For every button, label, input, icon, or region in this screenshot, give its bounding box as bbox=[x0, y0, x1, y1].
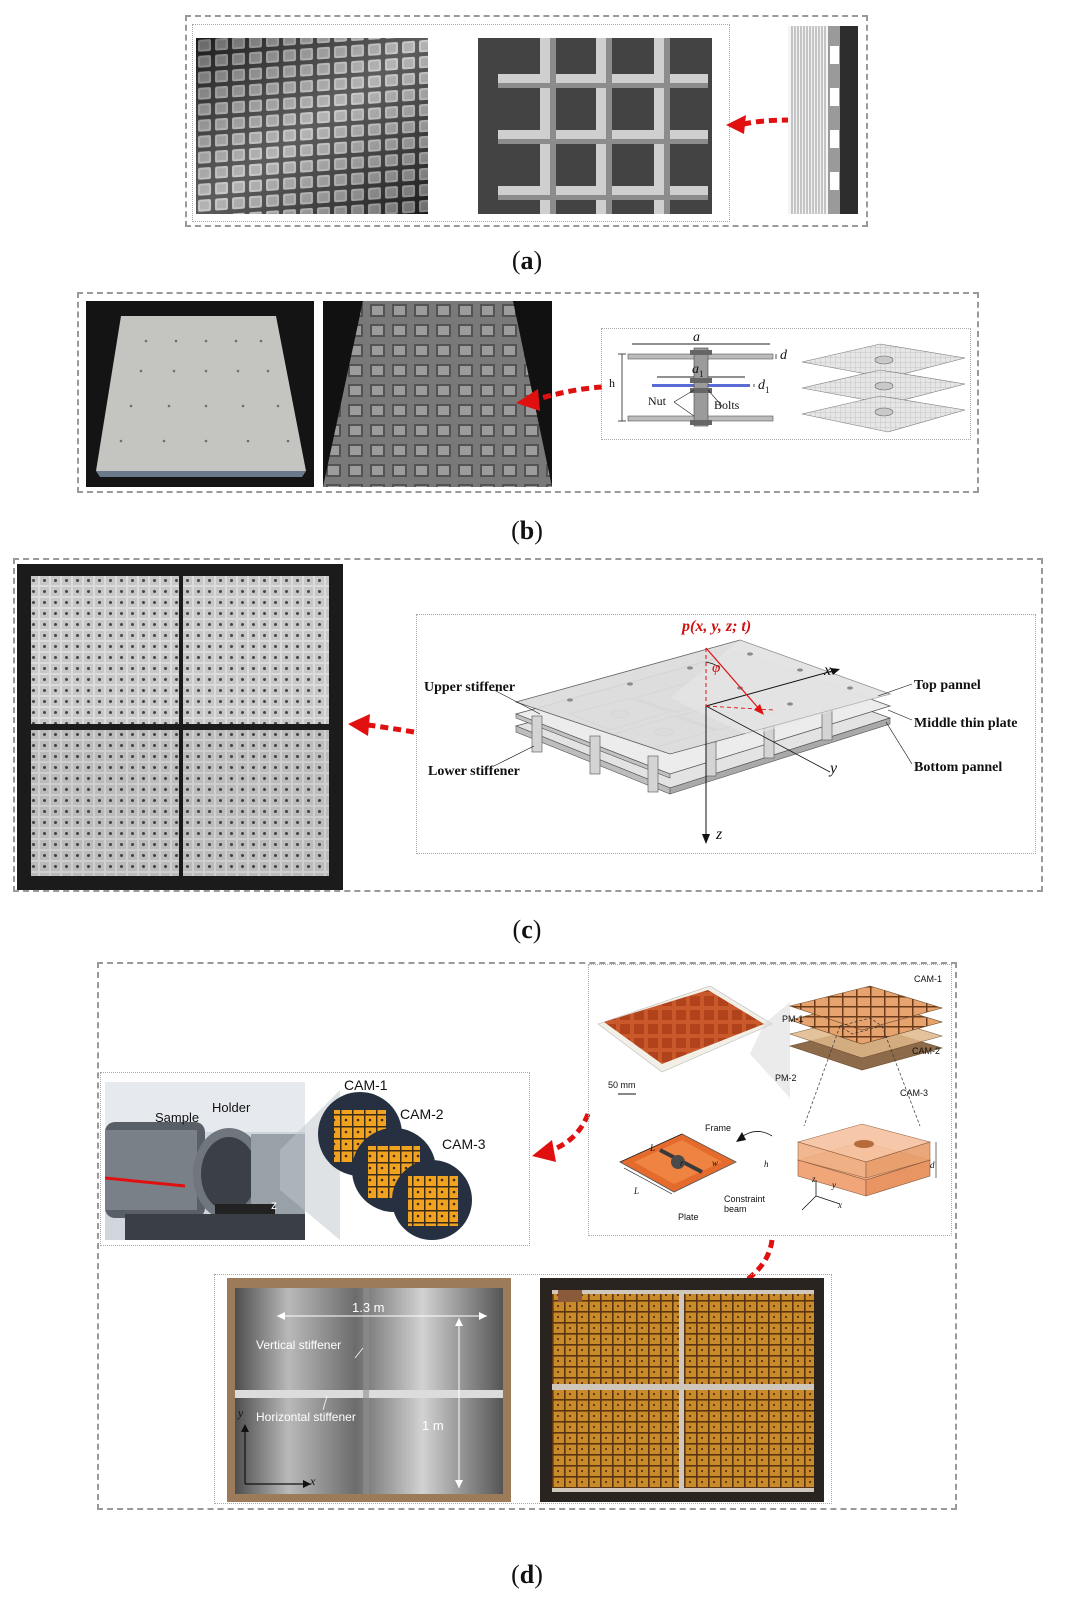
panel-d-height-label: 1 m bbox=[422, 1418, 444, 1433]
panel-d-test-frame bbox=[100, 1072, 530, 1246]
panel-d-frame bbox=[97, 962, 957, 1510]
panel-c-middle-plate-label: Middle thin plate bbox=[914, 716, 1018, 731]
panel-b-unit-cell-diagram bbox=[618, 343, 777, 427]
panel-d-label: (d) bbox=[511, 1560, 543, 1589]
panel-c-arrow bbox=[348, 714, 415, 736]
panel-d-test-photo bbox=[105, 1082, 305, 1240]
panel-b-photo-plate bbox=[86, 301, 314, 487]
panel-b-layered-plates-diagram bbox=[801, 343, 966, 433]
panel-a-photo-grid bbox=[196, 38, 428, 214]
panel-c-frame bbox=[13, 558, 1043, 892]
panel-d-h-label: h bbox=[764, 1159, 769, 1169]
panel-b-nut-label: Nut bbox=[648, 394, 666, 408]
panel-d-cam1-disk-label: CAM-1 bbox=[344, 1077, 388, 1093]
panel-c-lower-stiffener-label: Lower stiffener bbox=[428, 764, 520, 779]
panel-a-frame bbox=[185, 15, 868, 227]
panel-d-scale-label: 50 mm bbox=[608, 1080, 636, 1090]
panel-a-cross-section bbox=[788, 26, 858, 214]
panel-d-L2-label: L bbox=[634, 1186, 640, 1196]
panel-d-design-x-label: x bbox=[838, 1200, 842, 1210]
panel-c-phi-label: φ bbox=[712, 660, 721, 676]
panel-b-a1-label: a1 bbox=[692, 362, 704, 379]
panel-b-bolts-label: Bolts bbox=[714, 398, 740, 412]
panel-b-arrow bbox=[516, 384, 603, 411]
panel-d-constraint-beam-label: Constraint beam bbox=[724, 1194, 766, 1214]
panel-d-vertical-stiffener-label: Vertical stiffener bbox=[256, 1338, 342, 1352]
panel-d-design-frame bbox=[588, 964, 952, 1236]
panel-d-r-label: r bbox=[680, 1158, 684, 1168]
panel-d-w-label: w bbox=[712, 1158, 719, 1168]
panel-d-arrow-to-test bbox=[532, 1113, 591, 1162]
panel-d-horizontal-stiffener-label: Horizontal stiffener bbox=[256, 1410, 356, 1424]
panel-c-sandwich-diagram bbox=[493, 639, 913, 844]
panel-d-cam-disks bbox=[318, 1092, 472, 1240]
panel-b-label: (b) bbox=[511, 516, 543, 545]
panel-d-design-y-label: y bbox=[832, 1180, 836, 1190]
panel-d-cam1-label: CAM-1 bbox=[914, 974, 943, 984]
panel-d-x-axis-label: x bbox=[310, 1474, 316, 1488]
panel-d-z-label: z bbox=[271, 1198, 277, 1212]
panel-b-schematic-frame bbox=[601, 328, 971, 440]
panel-c-label: (c) bbox=[512, 915, 542, 944]
panel-a-inner-frame bbox=[192, 24, 730, 222]
panel-a-label: (a) bbox=[511, 246, 543, 275]
panel-d-y-axis-label: y bbox=[238, 1406, 244, 1420]
panel-d-design-diagram bbox=[597, 985, 944, 1211]
panel-d-pm2-label: PM-2 bbox=[775, 1073, 797, 1083]
panel-c-bottom-pannel-label: Bottom pannel bbox=[914, 760, 1003, 775]
panel-b-photo-masses bbox=[323, 301, 552, 487]
panel-d-amber-panel-photo bbox=[540, 1278, 824, 1502]
panel-d-design-z-label: z bbox=[812, 1174, 816, 1184]
panel-b-d1-label: d1 bbox=[758, 378, 770, 395]
panel-d-sample-label: Sample bbox=[155, 1110, 200, 1125]
panel-b-frame bbox=[77, 292, 979, 493]
panel-d-width-label: 1.3 m bbox=[352, 1300, 385, 1315]
panel-b-h-label: h bbox=[609, 376, 615, 390]
panel-c-pressure-label: p(x, y, z; t) bbox=[682, 618, 752, 635]
panel-a-photo-lattice bbox=[478, 38, 712, 214]
panel-d-plate-label: Plate bbox=[678, 1212, 699, 1222]
panel-d-pm1-label: PM-1 bbox=[782, 1014, 804, 1024]
panel-b-a-label: a bbox=[693, 330, 700, 345]
panel-d-cam2-disk-label: CAM-2 bbox=[400, 1106, 444, 1122]
panel-d-cam3-disk-label: CAM-3 bbox=[442, 1136, 486, 1152]
panel-d-stainless-panel-photo bbox=[227, 1278, 511, 1502]
panel-d-dL-label: d bbox=[930, 1160, 935, 1170]
panel-b-d-label: d bbox=[780, 348, 787, 363]
panel-d-cam2-label: CAM-2 bbox=[912, 1046, 941, 1056]
panel-c-upper-stiffener-label: Upper stiffener bbox=[424, 680, 516, 695]
panel-d-frame-label: Frame bbox=[705, 1123, 732, 1133]
panel-c-z-axis-label: z bbox=[716, 826, 723, 843]
panel-c-schematic-frame bbox=[416, 614, 1036, 854]
panel-c-top-pannel-label: Top pannel bbox=[914, 678, 981, 693]
panel-c-y-axis-label: y bbox=[830, 760, 838, 777]
panel-d-large-frame bbox=[214, 1274, 832, 1504]
panel-d-cam3-label: CAM-3 bbox=[900, 1088, 929, 1098]
panel-a-arrow bbox=[726, 115, 791, 134]
panel-d-L1-label: L bbox=[650, 1143, 656, 1153]
panel-c-x-axis-label: x bbox=[824, 662, 832, 679]
panel-c-photo-panel bbox=[17, 564, 343, 890]
panel-d-holder-label: Holder bbox=[212, 1100, 251, 1115]
